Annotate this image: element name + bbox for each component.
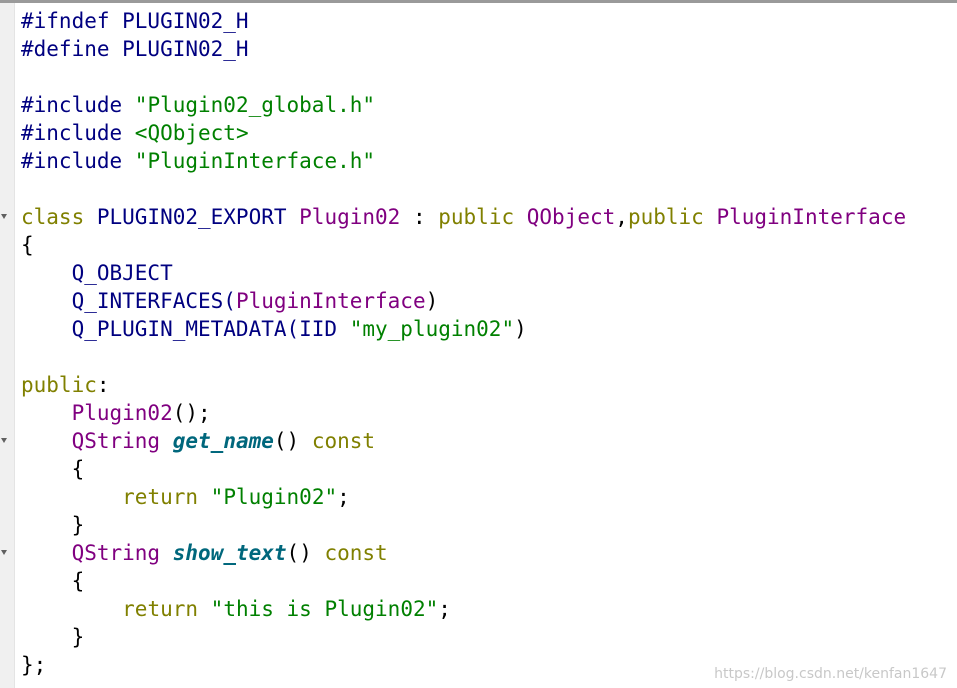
code-area[interactable]: #ifndef PLUGIN02_H #define PLUGIN02_H #in… xyxy=(21,7,906,679)
code-token: "Plugin02_global.h" xyxy=(134,93,376,117)
code-token: #define PLUGIN02_H xyxy=(21,37,249,61)
code-line[interactable]: { xyxy=(21,455,906,483)
code-token: QString xyxy=(71,541,161,565)
code-token: public xyxy=(627,205,704,229)
code-line[interactable]: return "Plugin02"; xyxy=(21,483,906,511)
code-token: return xyxy=(122,485,199,509)
code-line[interactable] xyxy=(21,343,906,371)
code-token: get_name xyxy=(172,429,274,453)
code-token: PluginInterface xyxy=(716,205,907,229)
code-token: #ifndef PLUGIN02_H xyxy=(21,9,249,33)
code-line[interactable]: Plugin02(); xyxy=(21,399,906,427)
code-token: <QObject> xyxy=(134,121,249,145)
code-token: PLUGIN02_EXPORT xyxy=(84,205,300,229)
code-line[interactable] xyxy=(21,63,906,91)
code-token: "PluginInterface.h" xyxy=(134,149,376,173)
fold-marker-icon[interactable] xyxy=(1,214,7,219)
code-token: QObject xyxy=(526,205,616,229)
code-line[interactable]: public: xyxy=(21,371,906,399)
code-line[interactable]: return "this is Plugin02"; xyxy=(21,595,906,623)
watermark: https://blog.csdn.net/kenfan1647 xyxy=(714,666,947,682)
code-token: show_text xyxy=(172,541,287,565)
code-token xyxy=(160,429,173,453)
code-line[interactable]: class PLUGIN02_EXPORT Plugin02 : public … xyxy=(21,203,906,231)
code-line[interactable]: #include <QObject> xyxy=(21,119,906,147)
code-line[interactable]: Q_INTERFACES(PluginInterface) xyxy=(21,287,906,315)
code-line[interactable]: }; xyxy=(21,651,906,679)
code-token xyxy=(21,597,122,621)
editor-top-border xyxy=(0,0,957,3)
code-token: ) xyxy=(514,317,527,341)
code-line[interactable]: { xyxy=(21,567,906,595)
code-token: Q_OBJECT xyxy=(21,261,173,285)
code-token: const xyxy=(311,429,376,453)
code-token xyxy=(21,485,122,509)
code-line[interactable]: #include "PluginInterface.h" xyxy=(21,147,906,175)
code-token: }; xyxy=(21,653,47,677)
code-line[interactable]: #include "Plugin02_global.h" xyxy=(21,91,906,119)
code-token xyxy=(198,485,211,509)
code-token: { xyxy=(21,233,34,257)
code-token: ; xyxy=(438,597,451,621)
code-token: (); xyxy=(172,401,211,425)
code-token: Plugin02 xyxy=(71,401,173,425)
code-line[interactable]: Q_PLUGIN_METADATA(IID "my_plugin02") xyxy=(21,315,906,343)
code-line[interactable]: { xyxy=(21,231,906,259)
code-token: const xyxy=(324,541,388,565)
code-token: QString xyxy=(71,429,161,453)
code-line[interactable]: QString show_text() const xyxy=(21,539,906,567)
code-token xyxy=(21,541,72,565)
code-token: "Plugin02" xyxy=(210,485,338,509)
code-line[interactable]: #define PLUGIN02_H xyxy=(21,35,906,63)
code-token: } xyxy=(21,513,85,537)
code-line[interactable]: QString get_name() const xyxy=(21,427,906,455)
code-token: } xyxy=(21,625,85,649)
code-token xyxy=(704,205,717,229)
fold-marker-icon[interactable] xyxy=(1,438,7,443)
code-line[interactable]: Q_OBJECT xyxy=(21,259,906,287)
code-token: ; xyxy=(337,485,350,509)
code-token: PluginInterface xyxy=(235,289,426,313)
fold-marker-icon[interactable] xyxy=(1,550,7,555)
code-token: class xyxy=(21,205,85,229)
code-line[interactable] xyxy=(21,175,906,203)
code-token: : xyxy=(400,205,439,229)
code-token: { xyxy=(21,569,85,593)
code-token: #include xyxy=(21,93,135,117)
code-token: , xyxy=(615,205,628,229)
code-token: () xyxy=(273,429,312,453)
code-token: Q_INTERFACES( xyxy=(21,289,236,313)
code-token xyxy=(21,401,72,425)
code-token xyxy=(21,429,72,453)
code-token: Q_PLUGIN_METADATA(IID xyxy=(21,317,350,341)
code-token: "this is Plugin02" xyxy=(210,597,439,621)
code-line[interactable]: } xyxy=(21,511,906,539)
code-token: #include xyxy=(21,121,135,145)
code-token: "my_plugin02" xyxy=(349,317,515,341)
code-token: Plugin02 xyxy=(299,205,401,229)
code-token: #include xyxy=(21,149,135,173)
code-line[interactable]: } xyxy=(21,623,906,651)
code-token: () xyxy=(286,541,325,565)
code-token: : xyxy=(96,373,110,397)
code-token: ) xyxy=(425,289,439,313)
code-token: { xyxy=(21,457,85,481)
code-token: public xyxy=(21,373,97,397)
code-token xyxy=(514,205,527,229)
code-line[interactable]: #ifndef PLUGIN02_H xyxy=(21,7,906,35)
code-token: return xyxy=(122,597,199,621)
code-token xyxy=(160,541,173,565)
code-token: public xyxy=(438,205,515,229)
code-token xyxy=(198,597,211,621)
fold-gutter xyxy=(0,3,15,688)
